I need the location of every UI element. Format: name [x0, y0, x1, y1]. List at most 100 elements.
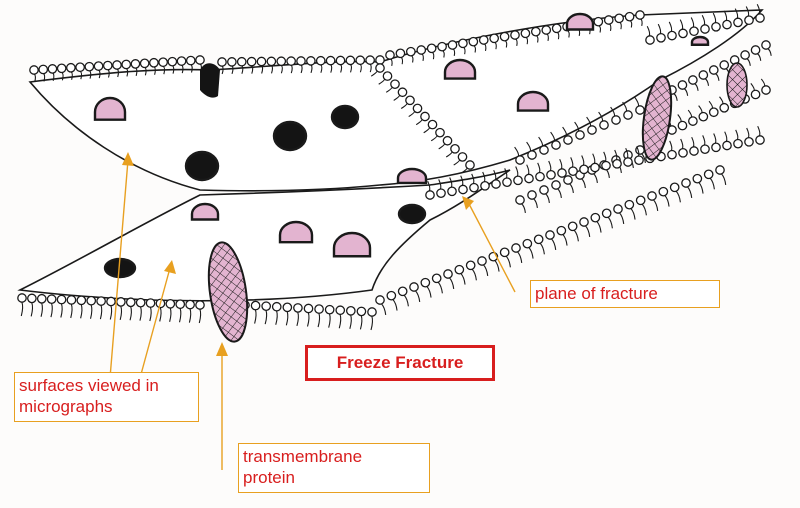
lipid-tail [538, 136, 544, 147]
lipid-tail [559, 158, 563, 170]
lipid-tail [691, 136, 695, 148]
lipid-tail [750, 83, 755, 92]
lipid-tail [89, 70, 92, 79]
lipid-tail [525, 36, 529, 45]
lipid-head [315, 55, 326, 66]
lipid-tail [690, 17, 695, 28]
lipid-head [551, 180, 561, 190]
lipid-tail [460, 273, 466, 285]
lipid-head [480, 180, 490, 191]
lipid-tail [178, 308, 182, 323]
lipid-head [527, 150, 537, 160]
protein-particle [332, 231, 372, 258]
lipid-tail [704, 78, 710, 86]
protein-notch [200, 63, 220, 98]
lipid-tail [471, 173, 475, 184]
lipid-head [84, 61, 95, 72]
lipid-head [669, 182, 680, 193]
lipid-head [689, 26, 699, 37]
lipid-tail [724, 131, 728, 142]
lipid-tail [426, 286, 432, 298]
lipid-tail [569, 183, 574, 193]
lipid-tail [144, 66, 147, 76]
lipid-head [579, 164, 589, 175]
lipid-tail [483, 264, 489, 277]
lipid-head [689, 146, 699, 156]
transmembrane-protein-back [641, 75, 673, 161]
lipid-head [195, 55, 205, 65]
lipid-head [106, 296, 116, 307]
lipid-tail [630, 208, 636, 220]
lipid-head [524, 173, 534, 184]
lipid-head [405, 95, 415, 106]
lipid-tail [449, 277, 455, 290]
lipid-tail [669, 140, 673, 151]
lipid-tail [320, 64, 323, 73]
lipid-head [47, 64, 58, 74]
membrane-particles [93, 12, 710, 279]
lipid-head [700, 24, 710, 34]
lipid-head [266, 56, 277, 67]
protein-particle [93, 96, 127, 121]
protein-particle [690, 35, 710, 46]
lipid-tail [493, 169, 497, 181]
lipid-tail [438, 179, 442, 190]
lipid-head [700, 144, 710, 155]
lipid-tail [533, 198, 538, 208]
lipid-tail [310, 64, 313, 74]
lipid-tail [629, 20, 633, 28]
lipid-tail [403, 294, 409, 307]
lipid-head [761, 85, 771, 95]
lipid-tail [625, 147, 629, 159]
lipid-tail [619, 21, 622, 30]
lipid-head [703, 169, 714, 180]
lipid-head [587, 125, 597, 135]
lipid-head [635, 105, 645, 115]
lipid-head [750, 89, 761, 100]
lipid-tail [598, 111, 604, 122]
lipid-tail [653, 199, 659, 212]
lipid-tail [634, 96, 640, 107]
lipid-head [635, 10, 645, 20]
lipid-tail [33, 73, 36, 83]
lipid-head [681, 178, 691, 188]
lipid-head [539, 145, 549, 155]
lipid-tail [452, 48, 456, 56]
lipid-tail [43, 73, 46, 82]
lipid-head [145, 298, 156, 308]
lipid-head [296, 56, 306, 66]
leader-surface-bottom-arrow [164, 260, 176, 274]
lipid-head [27, 293, 37, 304]
lipid-tail [70, 303, 73, 319]
lipid-tail [80, 304, 83, 319]
lipid-head [533, 234, 544, 245]
lipid-tail [290, 64, 293, 74]
surfaces-viewed-label: surfaces viewed in micrographs [14, 372, 199, 422]
lipid-tail [592, 153, 596, 164]
protein-particle [443, 58, 477, 80]
protein-particle [396, 167, 428, 185]
lipid-head [590, 162, 600, 173]
lipid-tail [756, 4, 761, 15]
lipid-head [499, 31, 510, 42]
lipid-head [489, 33, 500, 44]
lipid-tail [390, 58, 393, 66]
lipid-head [293, 303, 303, 313]
lipid-head [733, 138, 743, 149]
lipid-head [217, 57, 227, 67]
lipid-tail [52, 72, 55, 82]
lipid-head [722, 19, 732, 30]
pit-particle [330, 104, 360, 130]
lipid-head [167, 56, 178, 67]
lipid-head [556, 225, 567, 236]
lipid-head [425, 190, 435, 200]
lipid-tail [484, 43, 487, 51]
lipid-head [678, 147, 688, 158]
lipid-head [535, 171, 545, 182]
lipid-tail [251, 65, 254, 74]
lipid-tail [609, 23, 612, 31]
lipid-head [367, 307, 377, 317]
lipid-tail [135, 67, 138, 77]
lipid-tail [573, 229, 579, 242]
